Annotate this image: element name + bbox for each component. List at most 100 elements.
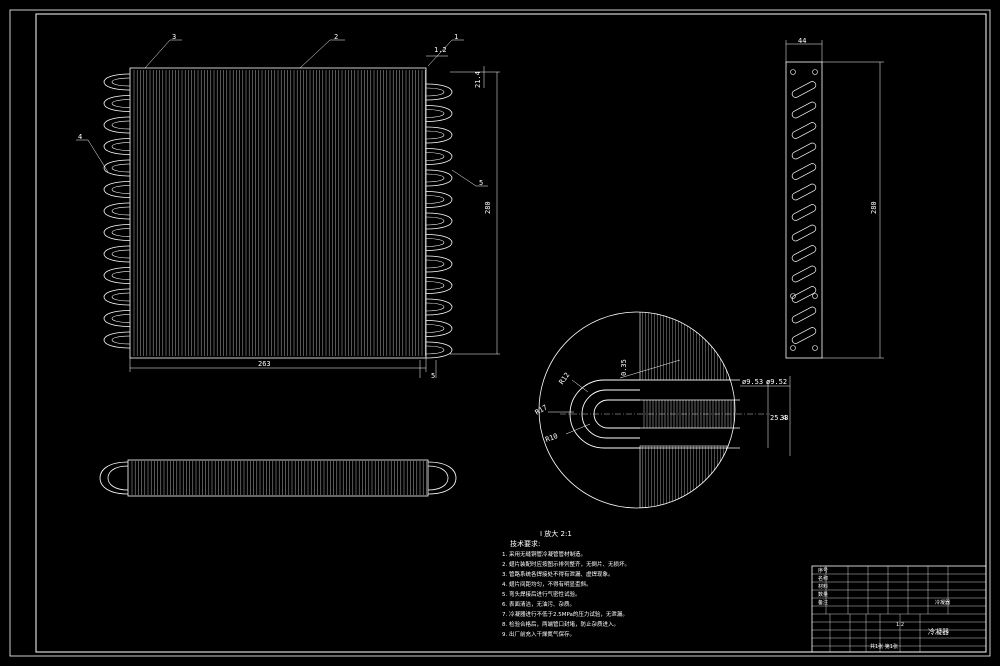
tube-bend-right: [425, 320, 453, 337]
side-dim-width: 44: [798, 37, 806, 45]
balloon-2: 2: [334, 33, 338, 41]
detail-d-b: ø9.52: [766, 378, 787, 386]
side-hole: [812, 69, 818, 75]
tube-bend-right-inner: [425, 87, 445, 97]
tb-scale: 1:2: [896, 622, 904, 628]
tube-bend-right: [425, 126, 453, 144]
tb-row-2: 材料: [818, 583, 828, 590]
tube-bend-right-inner: [425, 195, 445, 204]
detail-fins: [643, 400, 735, 428]
tube-loops-right: [425, 83, 453, 359]
tb-row-4: 备注: [818, 599, 828, 606]
side-slot: [791, 81, 817, 98]
note-9: 9. 出厂前充入干燥氮气保存。: [502, 630, 575, 638]
bend-outer: [569, 379, 640, 449]
detail-d-a: ø9.53: [742, 378, 763, 386]
tb-company: 冷凝器: [935, 599, 950, 606]
side-slot: [791, 224, 817, 242]
tube-bend-right-inner: [425, 109, 445, 118]
side-dim-height: 280: [870, 201, 878, 214]
dim-fin-pitch-text: 1.2: [434, 46, 447, 54]
tube-bend-right: [425, 298, 453, 316]
outer-border: [9, 9, 991, 657]
tube-bend-left: [103, 181, 131, 198]
note-7: 7. 冷凝器进行不低于2.5MPa的压力试验，无泄漏。: [502, 610, 628, 618]
note-8: 8. 检验合格后，两端管口封堵，防止杂质进入。: [502, 620, 619, 628]
title-block-grid: [812, 566, 986, 652]
notes-title: 技术要求:: [510, 539, 540, 548]
top-view-bend-left-outer: [99, 461, 129, 495]
side-hole: [790, 293, 796, 299]
tube-bend-left-inner: [111, 142, 131, 151]
tube-bend-left: [103, 267, 131, 284]
fin-lines: [133, 70, 426, 356]
tube-bend-left: [103, 202, 131, 220]
tube-bend-right-inner: [425, 152, 445, 161]
tb-row-0: 序号: [818, 567, 828, 574]
scale-label: I 放大 2:1: [540, 529, 572, 538]
side-slot: [791, 245, 817, 262]
tube-bend-left-inner: [111, 292, 131, 302]
inner-border: [35, 13, 987, 653]
tube-bend-left: [103, 288, 131, 306]
tube-bend-left-inner: [111, 185, 131, 194]
tube-bend-left: [103, 310, 131, 327]
detail-r-inner: R10: [544, 432, 559, 444]
tube-bend-right-inner: [425, 281, 445, 290]
tube-bend-left: [103, 245, 131, 263]
detail-hatch-top: [639, 312, 735, 381]
tube-bend-left-inner: [111, 271, 131, 280]
side-slot: [791, 183, 817, 201]
tube-bend-left: [103, 331, 131, 349]
tube-bend-right-inner: [425, 324, 445, 333]
tube-bend-right-inner: [425, 345, 445, 355]
tube-bend-right: [425, 105, 453, 122]
tube-bend-left-inner: [111, 163, 131, 173]
side-slot: [791, 163, 817, 180]
tube-bend-right: [425, 169, 453, 187]
side-slot: [791, 265, 817, 283]
tube-bend-right: [425, 277, 453, 294]
balloon-5: 5: [479, 179, 483, 187]
tube-bend-right-inner: [425, 216, 445, 226]
tube-bend-left: [103, 138, 131, 155]
tube-bend-left-inner: [111, 120, 131, 130]
side-slot: [791, 306, 817, 324]
tb-sheet: 共1张 第1张: [870, 643, 898, 650]
side-slot: [791, 204, 817, 221]
side-plate-outline: [785, 61, 823, 359]
side-slot: [791, 142, 817, 160]
tube-bend-right-inner: [425, 173, 445, 183]
note-4: 4. 翅片间距均匀，不得有明显歪斜。: [502, 580, 592, 588]
tube-bend-left-inner: [111, 335, 131, 345]
note-5: 5. 弯头焊接后进行气密性试验。: [502, 590, 581, 598]
tb-drawing-name: 冷凝器: [928, 627, 949, 636]
technical-notes: I 放大 2:1 技术要求: 1. 采用无缝铜管冷凝管管材制造。 2. 翅片装配…: [502, 529, 630, 638]
dim-height-text: 280: [484, 201, 492, 214]
detail-t-a: 0.35: [620, 359, 628, 376]
balloon-1: 1: [454, 33, 458, 41]
dim-width-text: 263: [258, 360, 271, 368]
tube-loops-left: [103, 73, 131, 349]
side-view: 44 280: [785, 37, 884, 359]
tube-bend-left: [103, 224, 131, 241]
side-hole: [790, 69, 796, 75]
tube-bend-right-inner: [425, 259, 445, 269]
tube-bend-right-inner: [425, 130, 445, 140]
detail-w-a: 25.4: [770, 414, 787, 422]
top-view: [99, 459, 457, 497]
detail-r-outer: R17: [534, 403, 549, 416]
tube-bend-right-inner: [425, 302, 445, 312]
side-hole: [790, 345, 796, 351]
detail-view: R12 R17 R10 0.35 ø9.53 ø9.52 25.4 33: [534, 311, 791, 509]
tb-row-3: 数量: [818, 591, 828, 598]
tube-bend-left-inner: [111, 314, 131, 323]
tube-bend-right: [425, 212, 453, 230]
dim-top-right-text: 21.4: [474, 71, 482, 88]
top-view-bend-right-inner: [427, 465, 449, 491]
side-hole: [812, 293, 818, 299]
side-slot: [791, 286, 817, 303]
tube-bend-left: [103, 159, 131, 177]
tube-bend-left-inner: [111, 77, 131, 87]
tube-bend-right: [425, 234, 453, 251]
